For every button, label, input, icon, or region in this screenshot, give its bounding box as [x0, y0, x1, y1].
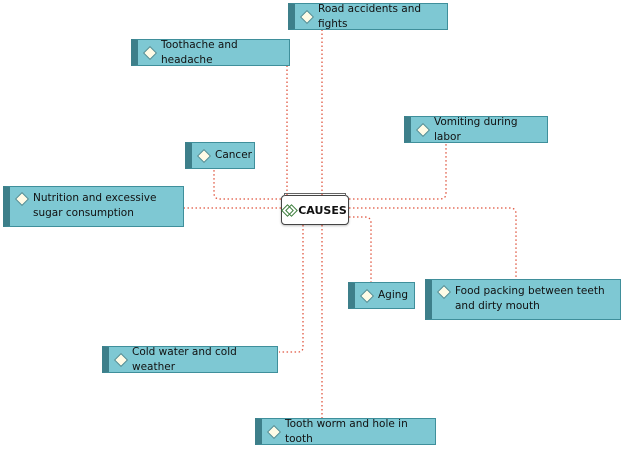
diamond-icon	[14, 191, 30, 207]
node-cancer[interactable]: Cancer	[185, 142, 255, 169]
diamond-icon	[142, 45, 158, 60]
node-label: Vomiting during labor	[434, 115, 518, 143]
node-vomiting[interactable]: Vomiting during labor	[404, 116, 548, 143]
node-label: Road accidents and fights	[318, 2, 422, 30]
causes-icon	[281, 204, 299, 217]
node-food-packing[interactable]: Food packing between teeth and dirty mou…	[425, 279, 621, 320]
central-topic-label: CAUSES	[298, 203, 347, 217]
node-label: Food packing between teeth and dirty mou…	[455, 285, 605, 312]
node-road-accidents[interactable]: Road accidents and fights	[288, 3, 448, 30]
node-nutrition[interactable]: Nutrition and excessive sugar consumptio…	[3, 186, 184, 227]
diamond-icon	[113, 352, 129, 367]
central-topic-causes[interactable]: CAUSES	[281, 193, 349, 225]
connector-vomiting	[349, 142, 447, 200]
node-label: Toothache and headache	[161, 38, 238, 66]
node-toothache[interactable]: Toothache and headache	[131, 39, 290, 66]
diamond-icon	[196, 148, 212, 163]
node-label: Cold water and cold weather	[132, 345, 237, 373]
connector-aging	[349, 216, 372, 283]
node-label: Tooth worm and hole in tooth	[285, 417, 408, 445]
connector-cancer	[213, 168, 281, 200]
diamond-icon	[436, 284, 452, 300]
connector-food-packing	[349, 207, 517, 280]
node-label: Cancer	[215, 149, 252, 161]
connector-cold-water	[279, 225, 304, 353]
diamond-icon	[266, 424, 282, 439]
node-cold-water[interactable]: Cold water and cold weather	[102, 346, 278, 373]
node-label: Nutrition and excessive sugar consumptio…	[33, 192, 157, 219]
diamond-icon	[299, 9, 315, 24]
node-label: Aging	[378, 289, 409, 301]
node-aging[interactable]: Aging	[348, 282, 415, 309]
diamond-icon	[359, 288, 375, 303]
diamond-icon	[415, 122, 431, 137]
node-tooth-worm[interactable]: Tooth worm and hole in tooth	[255, 418, 436, 445]
